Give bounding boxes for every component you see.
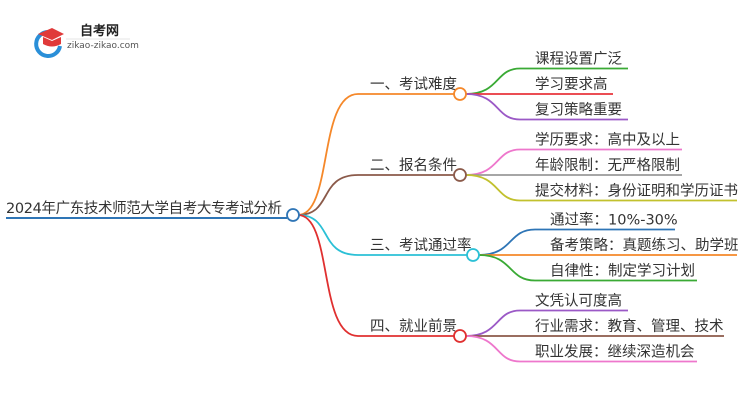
leaf-connector [465,148,682,176]
branch-1 [297,67,628,216]
leaf-topic[interactable]: 行业需求：教育、管理、技术 [535,318,724,335]
leaf-connector [465,93,628,121]
leaf-topic[interactable]: 学历要求：高中及以上 [535,132,680,149]
leaf-topic[interactable]: 课程设置广泛 [535,51,622,68]
branch-connector [297,214,454,337]
leaf-topic[interactable]: 提交材料：身份证明和学历证书 [535,182,738,200]
leaf-topic[interactable]: 备考策略：真题练习、助学班 [550,236,739,254]
leaf-topic[interactable]: 职业发展：继续深造机会 [535,344,695,361]
collapse-toggle-icon[interactable] [466,248,480,262]
branch-2 [297,148,737,216]
leaf-topic[interactable]: 文凭认可度高 [535,293,622,310]
branch-3 [297,214,737,282]
leaf-connector [465,174,737,202]
branch-topic-4[interactable]: 四、就业前景 [370,318,457,335]
leaf-topic[interactable]: 通过率：10%-30% [550,212,678,229]
leaf-connector [465,309,628,337]
leaf-connector [478,228,675,256]
collapse-toggle-icon[interactable] [453,87,467,101]
leaf-connector [478,254,697,282]
branch-connector [297,214,467,256]
logo-url: zikao-zikao.com [67,41,139,51]
branch-topic-1[interactable]: 一、考试难度 [370,76,457,93]
branch-connector [297,174,454,216]
leaf-topic[interactable]: 复习策略重要 [535,101,622,119]
graduation-cap-icon [38,28,64,40]
leaf-topic[interactable]: 学习要求高 [535,76,608,93]
collapse-toggle-icon[interactable] [453,329,467,343]
branch-4 [297,214,724,363]
branch-topic-3[interactable]: 三、考试通过率 [370,237,472,254]
leaf-topic[interactable]: 年龄限制：无严格限制 [535,157,680,174]
collapse-toggle-icon[interactable] [453,168,467,182]
leaf-topic[interactable]: 自律性：制定学习计划 [550,263,695,280]
leaf-connector [465,335,697,363]
leaf-connector [465,67,628,95]
root-collapse-toggle-icon[interactable] [286,208,300,222]
branch-connector [297,93,454,216]
graduation-cap-base-icon [43,37,61,47]
logo-title: 自考网 [80,23,119,39]
branch-topic-2[interactable]: 二、报名条件 [370,157,457,174]
logo: 自考网 zikao-zikao.com [34,23,139,58]
root-topic[interactable]: 2024年广东技术师范大学自考大专考试分析 [6,200,282,217]
